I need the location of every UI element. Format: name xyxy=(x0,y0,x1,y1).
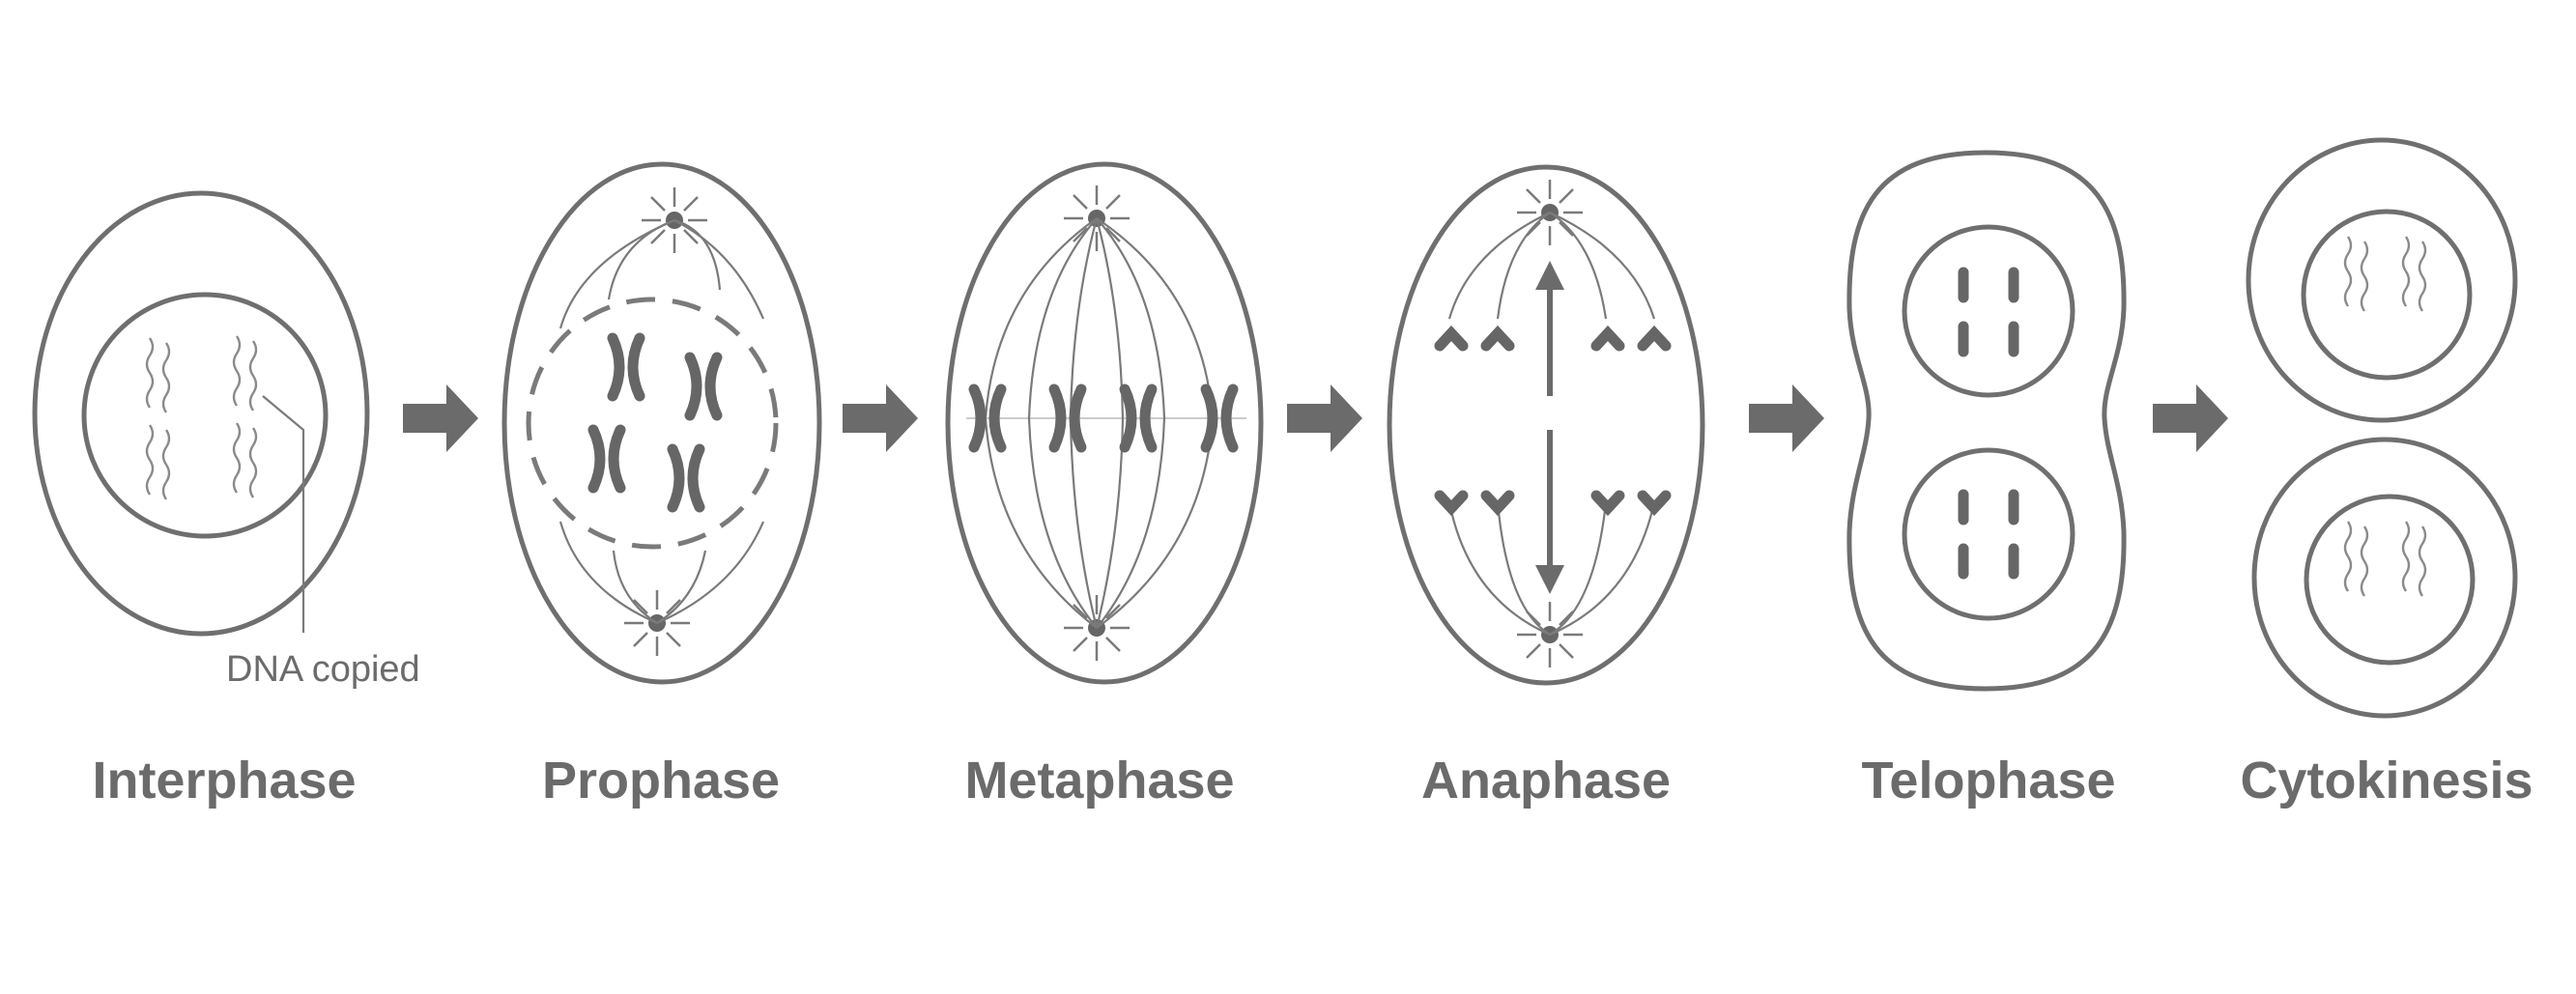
pinching-membrane xyxy=(1846,150,2127,692)
nucleus-bottom xyxy=(1902,447,2075,621)
right-arrow-icon xyxy=(2153,384,2228,452)
cell-membrane xyxy=(32,190,370,637)
daughter-cell-bottom xyxy=(2251,437,2518,719)
cell-membrane xyxy=(945,161,1264,685)
interphase-cell: DNA copied xyxy=(32,190,420,690)
connector-arrows xyxy=(403,384,2228,452)
spindle-fibers xyxy=(984,217,1215,629)
right-arrow-icon xyxy=(1749,384,1824,452)
right-arrow-icon xyxy=(403,384,478,452)
stage-label-anaphase: Anaphase xyxy=(1421,752,1671,809)
nucleus-top xyxy=(2301,209,2473,381)
daughter-cell-top xyxy=(2246,137,2518,423)
callout-line xyxy=(262,395,305,633)
nucleus-bottom xyxy=(2304,494,2476,666)
prophase-cell xyxy=(501,161,822,685)
metaphase-cell xyxy=(945,161,1264,685)
cell-membrane xyxy=(1387,164,1705,686)
cell-membrane xyxy=(501,161,822,685)
anaphase-cell xyxy=(1387,164,1705,686)
dna-strands xyxy=(145,334,258,501)
cytokinesis-cells xyxy=(2246,137,2518,719)
breaking-nuclear-envelope xyxy=(526,297,779,550)
right-arrow-icon xyxy=(1287,384,1362,452)
telophase-cell xyxy=(1846,150,2127,692)
stage-label-metaphase: Metaphase xyxy=(964,752,1234,809)
right-arrow-icon xyxy=(843,384,918,452)
stage-label-interphase: Interphase xyxy=(92,752,356,809)
stage-label-prophase: Prophase xyxy=(542,752,780,809)
stage-labels: Interphase Prophase Metaphase Anaphase T… xyxy=(92,752,2533,809)
nucleus xyxy=(81,292,329,539)
spindle-fibers xyxy=(558,218,765,625)
nucleus-top xyxy=(1902,224,2075,398)
spindle-fibers xyxy=(1447,212,1656,637)
separating-chromatids xyxy=(1434,325,1672,517)
dna-copied-label: DNA copied xyxy=(226,649,420,690)
stage-label-telophase: Telophase xyxy=(1861,752,2115,809)
condensed-chromosomes xyxy=(593,338,717,507)
stage-label-cytokinesis: Cytokinesis xyxy=(2240,752,2533,809)
chromosome-bars xyxy=(1958,267,2019,580)
